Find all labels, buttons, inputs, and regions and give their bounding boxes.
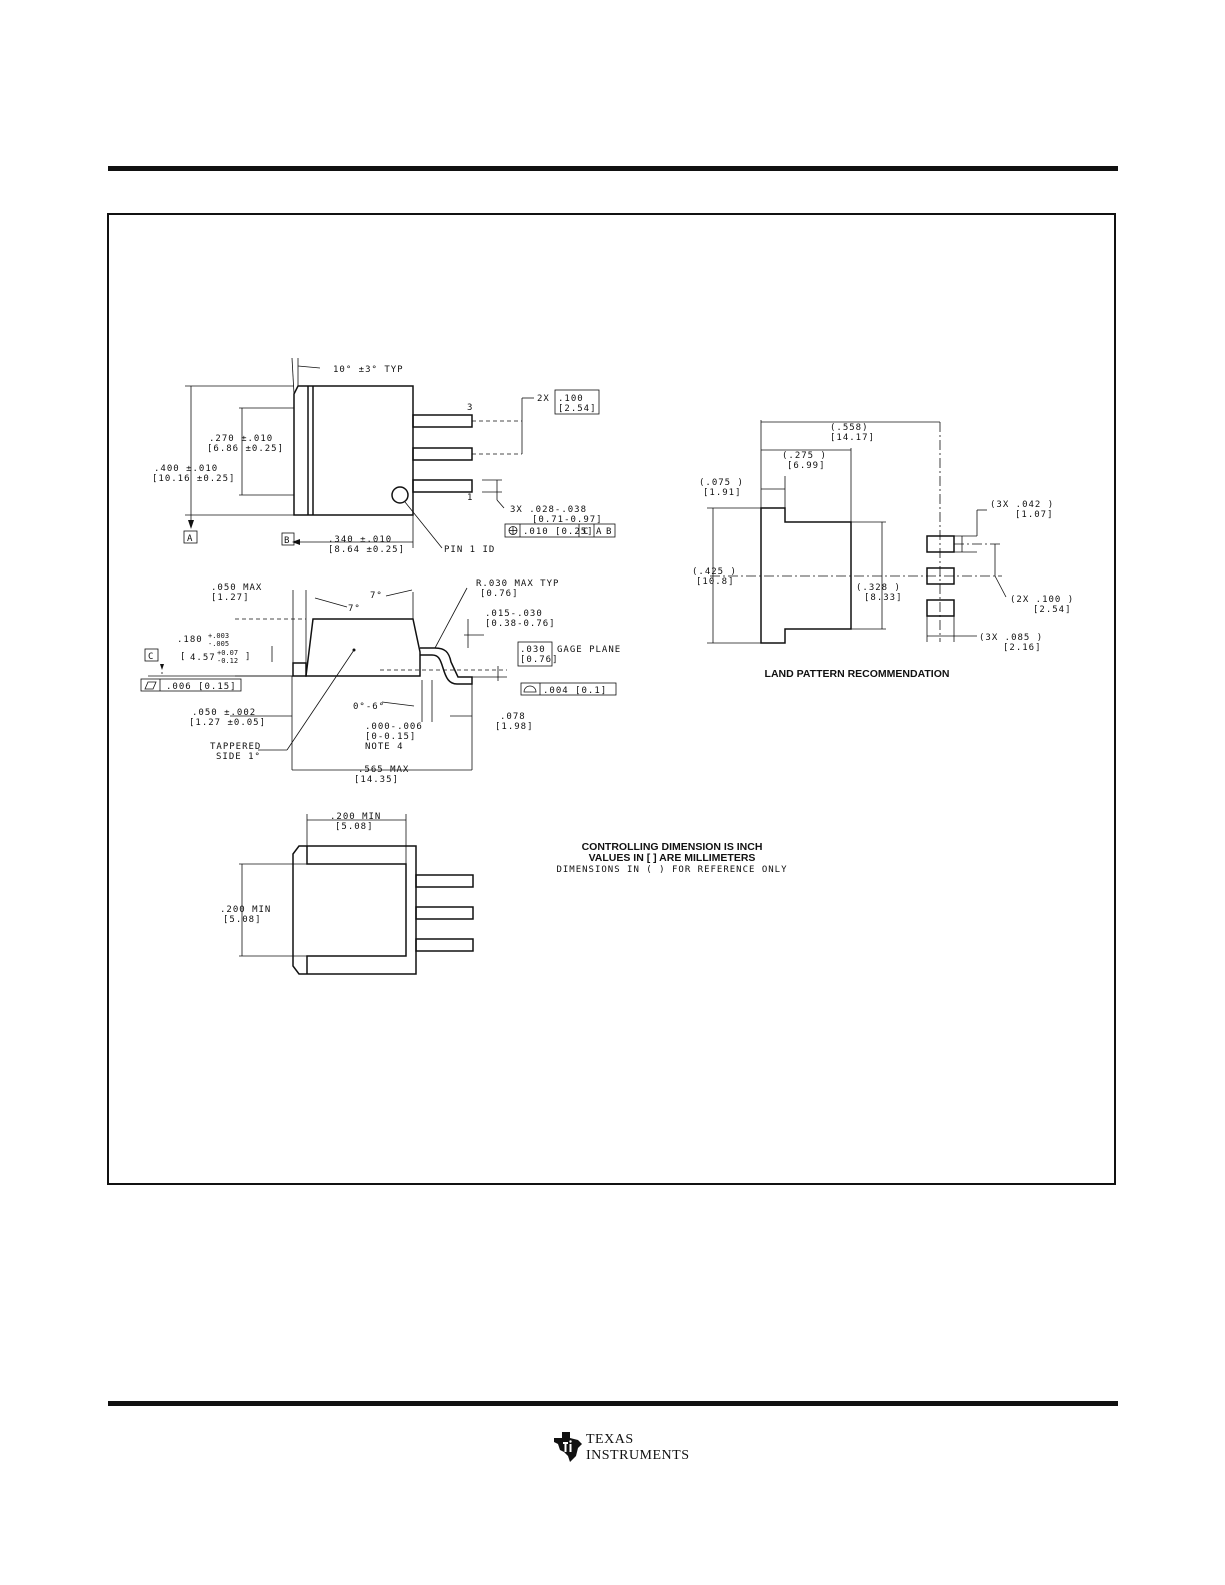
land-pattern-dims — [707, 420, 1007, 644]
note-values: VALUES IN [ ] ARE MILLIMETERS — [589, 852, 756, 864]
bottom-height-in: .200 MIN — [220, 905, 271, 915]
gage-in: .030 — [520, 645, 546, 655]
land-pattern-title: LAND PATTERN RECOMMENDATION — [765, 668, 950, 680]
package-drawing: 10° ±3° TYP 2X .100 [2.54] 3 1 3X .028-.… — [140, 357, 1074, 975]
tapered-line2: SIDE 1° — [216, 752, 261, 762]
height-mm-minus: -0.12 — [217, 657, 238, 665]
fcf-position: .010 [0.25] — [523, 527, 594, 537]
lp-overall-in: (.558) — [830, 423, 869, 433]
pin-pitch-prefix: 2X — [537, 394, 550, 404]
lp-small-h-in: (3X .085 ) — [979, 633, 1043, 643]
note-4: NOTE 4 — [365, 742, 404, 752]
height-mm-bracket-open: [ — [180, 652, 186, 662]
fcf-a: A — [596, 527, 602, 537]
datum-c: C — [148, 652, 154, 662]
lp-inner-mm: [8.33] — [864, 593, 903, 603]
lead-thk-mm: [0.38-0.76] — [485, 619, 556, 629]
lp-inner-in: (.328 ) — [856, 583, 901, 593]
lead-width-mm: [0.71-0.97] — [532, 515, 603, 525]
pin3-label: 3 — [467, 403, 473, 413]
height-mm-bracket-close: ] — [245, 652, 251, 662]
side-view-dims — [140, 587, 617, 771]
ti-logo: TEXAS INSTRUMENTS — [552, 1430, 702, 1470]
total-height-in: .400 ±.010 — [154, 464, 218, 474]
overall-mm: [14.35] — [354, 775, 399, 785]
height-mm: 4.57 — [190, 653, 216, 663]
body-width-in: .340 ±.010 — [328, 535, 392, 545]
foot-mm: [1.98] — [495, 722, 534, 732]
land-pattern — [760, 507, 955, 644]
lp-pad-mm: [6.99] — [787, 461, 826, 471]
lp-small-h-mm: [2.16] — [1003, 643, 1042, 653]
lp-height-mm: [10.8] — [696, 577, 735, 587]
gage-mm: [0.76] — [520, 655, 559, 665]
tab-in: .050 ±.002 — [192, 708, 256, 718]
pin1-label: 1 — [467, 493, 473, 503]
ti-state-icon — [554, 1432, 582, 1462]
footer-rule — [108, 1401, 1118, 1406]
total-height-mm: [10.16 ±0.25] — [152, 474, 235, 484]
ti-logo-line2: INSTRUMENTS — [586, 1448, 690, 1463]
body-width-mm: [8.64 ±0.25] — [328, 545, 405, 555]
drawing-frame: 10° ±3° TYP 2X .100 [2.54] 3 1 3X .028-.… — [107, 213, 1116, 1185]
pin1-id-label: PIN 1 ID — [444, 545, 495, 555]
bottom-height-mm: [5.08] — [223, 915, 262, 925]
height-tol-plus: +.003 — [208, 632, 229, 640]
pin1-id-circle — [391, 486, 409, 504]
foot-in: .078 — [500, 712, 526, 722]
lead-thk-in: .015-.030 — [485, 609, 543, 619]
radius-mm: [0.76] — [480, 589, 519, 599]
note-controlling: CONTROLLING DIMENSION IS INCH — [582, 841, 763, 853]
lp-pitch-mm: [2.54] — [1033, 605, 1072, 615]
fcf-c: C — [583, 527, 589, 537]
radius-in: R.030 MAX TYP — [476, 579, 559, 589]
gage-label: GAGE PLANE — [557, 645, 621, 655]
standoff-mm: [0-0.15] — [365, 732, 416, 742]
lp-height-in: (.425 ) — [692, 567, 737, 577]
bottom-view — [292, 845, 474, 975]
pin-pitch-in: .100 — [558, 394, 584, 404]
datum-b: B — [284, 536, 290, 546]
tab-max-mm: [1.27] — [211, 593, 250, 603]
height-mm-plus: +0.07 — [217, 649, 238, 657]
lp-small-w-in: (3X .042 ) — [990, 500, 1054, 510]
height-in: .180 — [177, 635, 203, 645]
body-height-in: .270 ±.010 — [209, 434, 273, 444]
bottom-view-dims — [239, 814, 407, 957]
draft-right: 7° — [370, 591, 383, 601]
ti-logo-line1: TEXAS — [586, 1432, 634, 1447]
lp-pad-in: (.275 ) — [782, 451, 827, 461]
note-reference: DIMENSIONS IN ( ) FOR REFERENCE ONLY — [556, 865, 787, 875]
draft-left: 7° — [348, 604, 361, 614]
body-height-mm: [6.86 ±0.25] — [207, 444, 284, 454]
fcf-b: B — [606, 527, 612, 537]
lp-overall-mm: [14.17] — [830, 433, 875, 443]
lp-small-w-mm: [1.07] — [1015, 510, 1054, 520]
tab-max-in: .050 MAX — [211, 583, 262, 593]
tab-mm: [1.27 ±0.05] — [189, 718, 266, 728]
foot-angle: 0°-6° — [353, 702, 385, 712]
lp-pitch-in: (2X .100 ) — [1010, 595, 1074, 605]
flatness: .006 [0.15] — [166, 682, 237, 692]
pin-pitch-mm: [2.54] — [558, 404, 597, 414]
header-rule — [108, 166, 1118, 171]
profile: .004 [0.1] — [543, 686, 607, 696]
top-view — [293, 385, 473, 516]
bottom-width-mm: [5.08] — [335, 822, 374, 832]
standoff-in: .000-.006 — [365, 722, 423, 732]
tapered-line1: TAPPERED — [210, 742, 261, 752]
angle-label: 10° ±3° TYP — [333, 365, 404, 375]
lp-notch-mm: [1.91] — [703, 488, 742, 498]
lp-notch-in: (.075 ) — [699, 478, 744, 488]
bottom-width-in: .200 MIN — [330, 812, 381, 822]
datum-a: A — [187, 534, 193, 544]
top-view-dims — [183, 357, 616, 549]
lead-width: 3X .028-.038 — [510, 505, 587, 515]
overall-in: .565 MAX — [358, 765, 409, 775]
height-tol-minus: -.005 — [208, 640, 229, 648]
